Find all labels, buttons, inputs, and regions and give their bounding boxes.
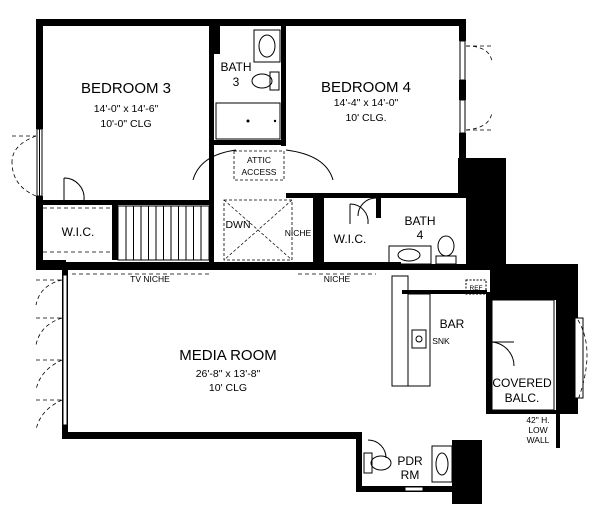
wic-left-label: W.I.C. (62, 225, 95, 239)
media-niche-label: NICHE (324, 274, 351, 284)
bath-3: BATH 3 (214, 26, 281, 140)
toilet-icon (363, 452, 392, 474)
tv-niche-label: TV NICHE (130, 274, 170, 284)
balcony-label: BALC. (505, 391, 540, 405)
wic-right: W.I.C. (318, 198, 366, 266)
stair-icon (117, 205, 210, 261)
attic-access-label: ACCESS (242, 167, 277, 177)
low-wall-height: 42" H. (526, 415, 549, 425)
wall-label: WALL (527, 435, 550, 445)
bath-3-label: BATH (220, 60, 251, 74)
low-wall-label: LOW (528, 425, 547, 435)
hall-niche-label: NICHE (285, 228, 312, 238)
media-room-name: MEDIA ROOM (179, 347, 277, 364)
bedroom-4-ceiling: 10' CLG. (345, 112, 386, 124)
bedroom-4: BEDROOM 4 14'-4" x 14'-0" 10' CLG. (321, 79, 411, 124)
attic-access: ATTIC ACCESS (233, 150, 285, 181)
powder-room: PDR RM (363, 445, 453, 483)
niches: TV NICHE NICHE (72, 273, 376, 284)
wic-left: W.I.C. (43, 207, 112, 253)
toilet-icon (435, 235, 457, 265)
sink-icon (431, 445, 453, 483)
sink-icon (388, 245, 432, 265)
bedroom-3-ceiling: 10'-0" CLG (100, 118, 151, 130)
bar: BAR SNK REF (391, 275, 487, 387)
media-room-size: 26'-8" x 13'-8" (196, 368, 261, 380)
covered-label: COVERED (492, 376, 552, 390)
bath-3-number: 3 (233, 75, 240, 89)
bedroom-3: BEDROOM 3 14'-0" x 14'-6" 10'-0" CLG (81, 80, 171, 130)
bedroom-3-size: 14'-0" x 14'-6" (94, 103, 159, 115)
bedroom-4-name: BEDROOM 4 (321, 79, 411, 96)
bedroom-4-size: 14'-4" x 14'-0" (334, 97, 399, 109)
stair-down-label: DWN (225, 219, 250, 231)
pdr-label: PDR (397, 454, 423, 468)
toilet-icon (251, 71, 280, 91)
sink-label: SNK (432, 336, 450, 346)
shower-icon (468, 197, 504, 265)
bedroom-3-name: BEDROOM 3 (81, 80, 171, 97)
door-swing-icon (11, 45, 588, 431)
bath-4: BATH 4 (376, 197, 504, 265)
pdr-rm-label: RM (401, 468, 420, 482)
media-room-ceiling: 10' CLG (209, 382, 247, 394)
bath-4-number: 4 (417, 228, 424, 242)
ref-label: REF (470, 285, 483, 292)
interior-doors (63, 149, 515, 459)
wic-right-label: W.I.C. (334, 232, 367, 246)
bar-label: BAR (440, 317, 465, 331)
media-room: MEDIA ROOM 26'-8" x 13'-8" 10' CLG (179, 347, 277, 394)
shower-icon (215, 102, 281, 140)
bath-4-label: BATH (404, 214, 435, 228)
covered-balcony: COVERED BALC. 42" H. LOW WALL (491, 299, 555, 445)
hall-landing: DWN NICHE (223, 199, 312, 261)
attic-label: ATTIC (247, 155, 271, 165)
window-icon (36, 40, 584, 492)
sink-icon (411, 329, 427, 349)
sink-icon (253, 29, 281, 63)
